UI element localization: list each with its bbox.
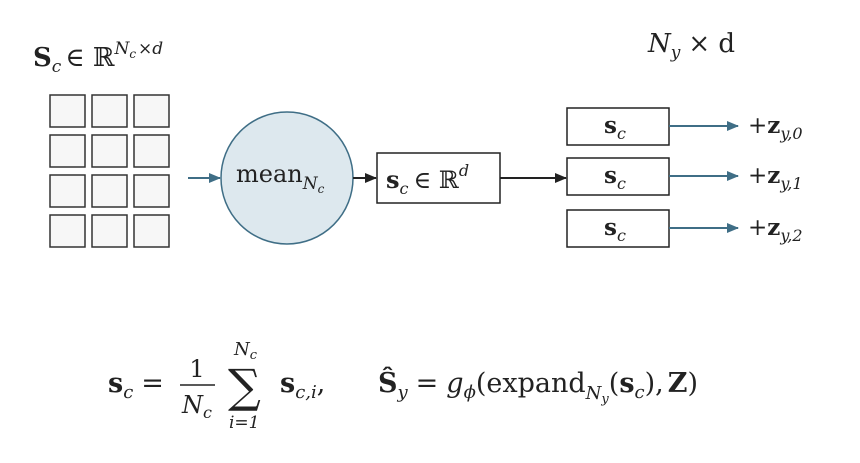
input-token-cell [133,214,170,248]
input-token-cell [133,174,170,208]
input-token-cell [91,94,128,128]
formula-sum-top: Nc [233,339,258,363]
formula-sum-bottom: i=1 [229,413,260,433]
input-token-cell [49,174,86,208]
input-label: Sc∈ ℝNc×d [33,39,163,77]
formula-frac-num: 1 [189,355,204,383]
noise-term-label: +zy,0 [748,112,803,143]
noise-term-label: +zy,2 [748,214,803,245]
input-token-cell [49,134,86,168]
input-token-cell [91,134,128,168]
input-token-cell [133,94,170,128]
input-token-grid [49,94,170,248]
mean-node-label: meanNc [236,160,325,196]
input-token-cell [91,174,128,208]
expanded-copy-label: sc [604,214,626,245]
pooled-vector-label: sc∈ ℝd [386,161,469,198]
formula-frac-den: Nc [181,391,212,422]
input-token-cell [133,134,170,168]
expanded-copy-label: sc [604,162,626,193]
formula-sum-term: sc,i, [280,368,325,403]
formula-sum-symbol: ∑ [228,359,261,413]
input-token-cell [49,94,86,128]
formula-mean: sc= [108,368,164,403]
input-token-cell [49,214,86,248]
noise-term-label: +zy,1 [748,162,803,193]
expanded-copy-box [566,107,670,146]
expanded-outputs: sc +zy,0 sc +zy,1 sc +zy,2 [566,107,803,248]
formula-decoder: Ŝy=gϕ(expandNy(sc),Z) [378,365,698,407]
output-label: Ny× d [647,29,735,63]
expanded-copy-label: sc [604,112,626,143]
input-token-cell [91,214,128,248]
